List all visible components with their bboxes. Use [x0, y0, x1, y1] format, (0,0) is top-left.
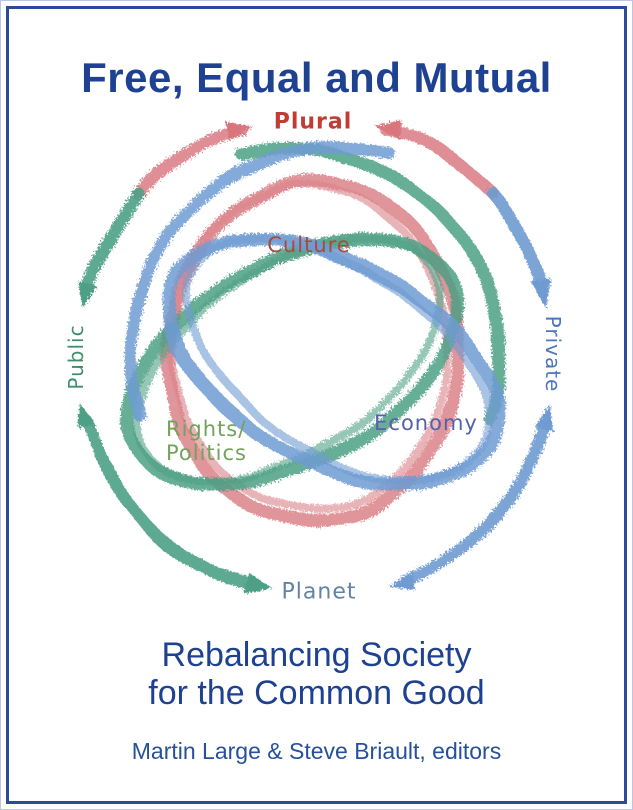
book-byline: Martin Large & Steve Briault, editors: [131, 738, 502, 764]
blue-outer-sweep: [124, 142, 394, 424]
arc-plural-to-public: [82, 125, 249, 293]
label-culture: Culture: [267, 233, 351, 257]
private-bottom-arrowhead-icon: [533, 400, 558, 430]
planet-left-arrowhead-icon: [244, 573, 274, 598]
subtitle-line2: for the Common Good: [148, 674, 485, 712]
label-plural: Plural: [273, 109, 353, 135]
economy-loop: [124, 142, 506, 491]
book-subtitle: Rebalancing Society for the Common Good: [0, 636, 633, 712]
label-public: Public: [64, 324, 88, 390]
label-planet: Planet: [281, 579, 357, 605]
label-rights-line1: Rights/: [166, 417, 247, 441]
public-top-arrowhead-icon: [74, 281, 100, 312]
arc-plural-to-private: [380, 123, 547, 291]
planet-right-arrowhead-icon: [385, 570, 416, 596]
label-private: Private: [541, 315, 565, 393]
public-bottom-arrowhead-icon: [71, 400, 96, 430]
private-top-arrowhead-icon: [530, 279, 556, 310]
arc-private-to-planet: [398, 418, 550, 587]
subtitle-line1: Rebalancing Society: [161, 636, 472, 674]
plural-right-arrowhead-icon: [373, 115, 403, 140]
arc-public-to-planet: [80, 414, 254, 589]
label-rights-line2: Politics: [166, 441, 247, 465]
book-title: Free, Equal and Mutual: [81, 54, 552, 101]
label-rights-politics: Rights/ Politics: [166, 417, 247, 465]
label-economy: Economy: [374, 411, 478, 435]
plural-left-arrowhead-icon: [226, 117, 256, 142]
